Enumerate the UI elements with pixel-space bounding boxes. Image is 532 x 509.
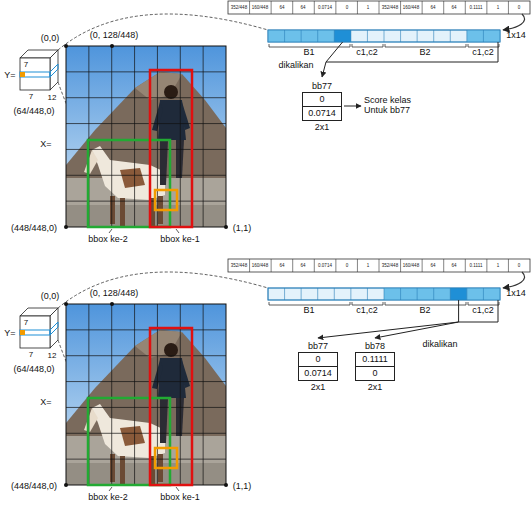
bbox-label: bbox ke-1: [160, 493, 200, 503]
coordinate-label: (64/448,0): [13, 365, 54, 375]
vector-cell: 64: [301, 263, 306, 268]
segment-label: c1,c2: [356, 48, 378, 58]
variable-label: X=: [40, 398, 51, 408]
vector-cell: 1: [367, 263, 370, 268]
vector-cell: 1: [367, 5, 370, 10]
vector-box: bb780.111102x1: [355, 340, 395, 393]
dimension-label: 12: [48, 352, 57, 361]
vector-cell: 0.0714: [318, 5, 332, 10]
vector-cell: 160/448: [403, 263, 419, 268]
vector-value: 0: [302, 92, 342, 107]
vector-value: 0.0714: [302, 107, 342, 121]
segment-label: B2: [419, 48, 430, 58]
dimension-label: 12: [48, 94, 57, 103]
coordinate-label: (0,0): [41, 292, 60, 302]
dimension-label: 7: [29, 93, 33, 102]
vector-cell: 64: [301, 5, 306, 10]
vector-cell: 0: [518, 263, 521, 268]
operation-label: dikalikan: [422, 340, 457, 350]
bbox-label: bbox ke-1: [160, 235, 200, 245]
vector-box: bb7700.07142x1: [298, 340, 338, 393]
vector-size: 2x1: [298, 381, 338, 393]
vector-name: bb77: [298, 340, 338, 352]
vector-cell: 0: [518, 5, 521, 10]
leader-lines: [318, 300, 498, 338]
segment-label: c1,c2: [472, 48, 494, 58]
vector-value: 0: [298, 352, 338, 367]
coordinate-label: (64/448,0): [13, 107, 54, 117]
dimension-label: 7: [24, 61, 28, 70]
vector-cell: 64: [430, 5, 435, 10]
bar-highlight: [268, 288, 500, 300]
vector-size: 2x1: [355, 381, 395, 393]
dimension-label: 7: [24, 319, 28, 328]
vector-size: 2x1: [302, 121, 342, 133]
vector-cell: 0.1111: [470, 5, 483, 10]
coordinate-label: (0, 128/448): [90, 289, 139, 299]
vector-cell: 0.1111: [470, 263, 483, 268]
panel-illustration: [20, 259, 530, 491]
coordinate-label: (448/448,0): [11, 224, 57, 234]
panel-illustration: [20, 1, 530, 233]
variable-label: X=: [40, 140, 51, 150]
vector-cell: 160/448: [252, 263, 268, 268]
vector-cell: 160/448: [403, 5, 419, 10]
vector-value: 0.1111: [355, 352, 395, 367]
vector-cell: 64: [452, 5, 457, 10]
vector-cell: 352/448: [382, 263, 398, 268]
segment-label: B2: [419, 306, 430, 316]
vector-cell: 64: [430, 263, 435, 268]
coordinate-label: (1,1): [233, 224, 252, 234]
vector-cell: 352/448: [231, 5, 247, 10]
vector-cell: 160/448: [252, 5, 268, 10]
vector-cell: 64: [452, 263, 457, 268]
vector-cell: 1: [496, 5, 499, 10]
vector-cell: 352/448: [382, 5, 398, 10]
bbox-label: bbox ke-2: [88, 235, 128, 245]
vector-value: 0: [355, 367, 395, 381]
vector-cell: 64: [279, 5, 284, 10]
vector-name: bb77: [302, 80, 342, 92]
vector-cell: 352/448: [231, 263, 247, 268]
variable-label: Y=: [4, 329, 15, 339]
vector-cell: 1: [496, 263, 499, 268]
segment-label: B1: [303, 48, 314, 58]
vector-name: bb78: [355, 340, 395, 352]
vector-cell: 0: [345, 263, 348, 268]
dimension-label: 7: [29, 351, 33, 360]
vector-cell: 0: [345, 5, 348, 10]
coordinate-label: (0, 128/448): [90, 31, 139, 41]
variable-label: Y=: [4, 71, 15, 81]
vector-cell: 64: [279, 263, 284, 268]
note-text: Score kelas Untuk bb77: [364, 96, 420, 116]
coordinate-label: (448/448,0): [11, 482, 57, 492]
segment-label: c1,c2: [472, 306, 494, 316]
dimension-label: 1x14: [506, 31, 526, 41]
bbox-label: bbox ke-2: [88, 493, 128, 503]
dimension-label: 1x14: [506, 289, 526, 299]
operation-label: dikalikan: [278, 61, 313, 71]
vector-box: bb7700.07142x1: [302, 80, 342, 133]
segment-label: B1: [303, 306, 314, 316]
coordinate-label: (1,1): [233, 482, 252, 492]
vector-value: 0.0714: [298, 367, 338, 381]
bar-highlight: [268, 30, 500, 42]
segment-label: c1,c2: [356, 306, 378, 316]
vector-cell: 0.0714: [318, 263, 332, 268]
coordinate-label: (0,0): [41, 34, 60, 44]
